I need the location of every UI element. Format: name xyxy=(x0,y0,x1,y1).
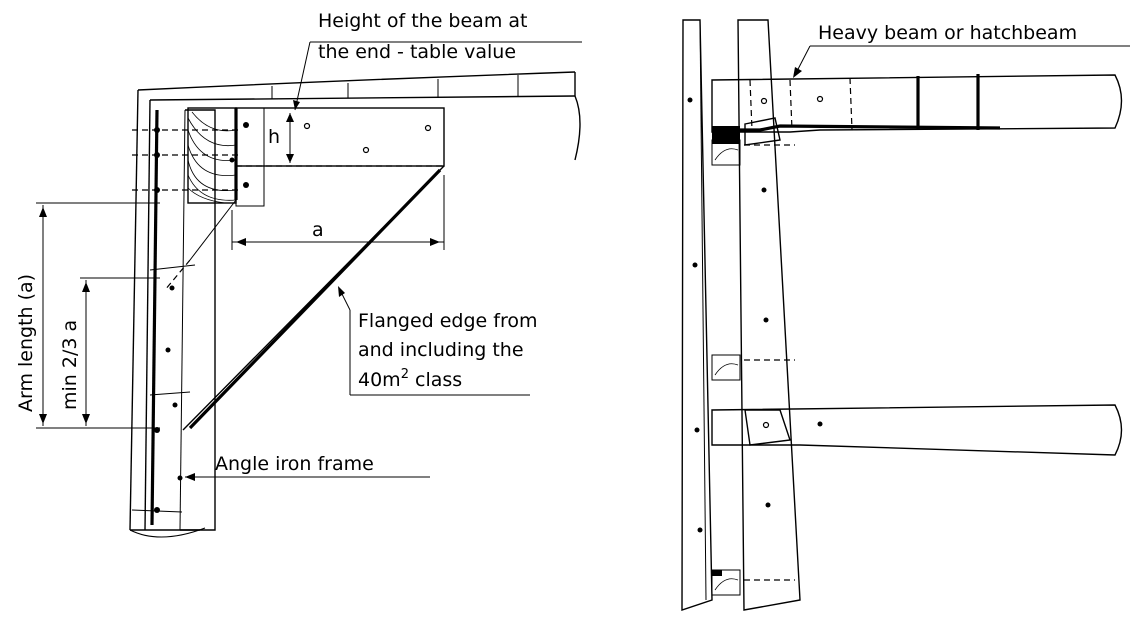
flanged-line3: 40m2 class xyxy=(358,367,462,391)
height-callout-leader: Height of the beam at the end - table va… xyxy=(293,10,582,111)
right-beam-figure: Heavy beam or hatchbeam xyxy=(681,19,1130,611)
min-two-thirds-label: min 2/3 a xyxy=(59,320,81,410)
bracket-plate xyxy=(229,107,445,207)
angle-iron-label: Angle iron frame xyxy=(215,453,374,475)
arm-length-label: Arm length (a) xyxy=(15,274,37,412)
height-callout-line2: the end - table value xyxy=(318,41,516,63)
dimension-a: a xyxy=(231,175,445,250)
dimension-h: h xyxy=(268,113,300,167)
inner-frame-post xyxy=(737,19,801,611)
outer-frame-post xyxy=(681,19,713,611)
dim-h-label: h xyxy=(268,126,280,148)
lower-beam xyxy=(711,404,1123,456)
timber-sections xyxy=(711,139,741,596)
left-bracket-figure: h Height of the beam at the end - table … xyxy=(15,10,582,538)
flanged-edge-callout: Flanged edge from and including the 40m2… xyxy=(338,286,538,396)
dim-a-label: a xyxy=(312,219,324,241)
heavy-beam-label: Heavy beam or hatchbeam xyxy=(818,22,1077,44)
flanged-line3-post: class xyxy=(409,369,462,391)
flanged-line3-pre: 40m xyxy=(358,369,401,391)
flanged-line2: and including the xyxy=(358,339,524,361)
deck-planks xyxy=(137,71,581,161)
flanged-line1: Flanged edge from xyxy=(358,310,538,332)
flanged-line3-sup: 2 xyxy=(401,367,409,382)
dimension-arm-length: Arm length (a) xyxy=(15,202,160,429)
height-callout-line1: Height of the beam at xyxy=(318,10,527,32)
dimension-min-two-thirds: min 2/3 a xyxy=(59,277,160,426)
angle-iron-callout: Angle iron frame xyxy=(185,453,430,481)
heavy-beam-callout: Heavy beam or hatchbeam xyxy=(793,22,1130,78)
frame-post xyxy=(129,89,216,538)
bracket-diagonal xyxy=(164,165,445,431)
